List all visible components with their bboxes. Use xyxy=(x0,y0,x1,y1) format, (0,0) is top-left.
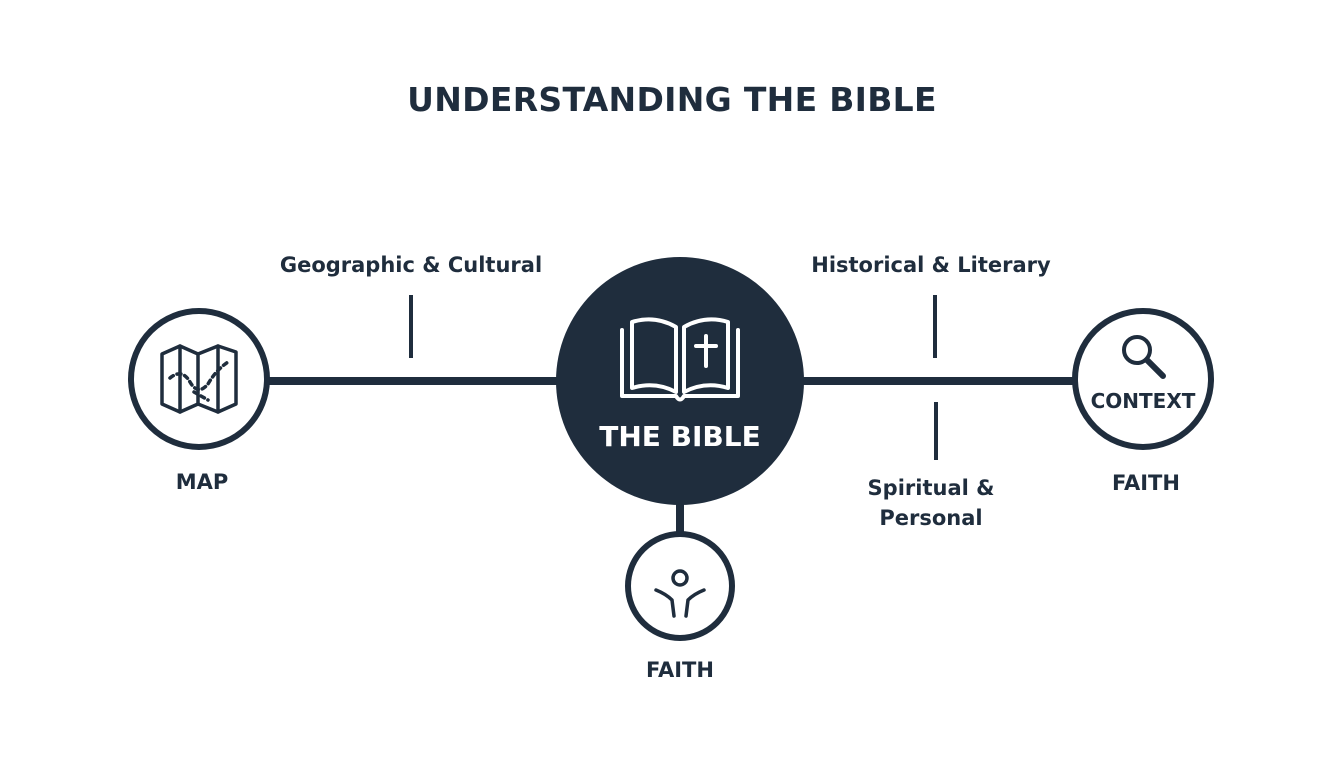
map-icon xyxy=(160,344,238,414)
page-title: UNDERSTANDING THE BIBLE xyxy=(407,80,937,119)
faith-node-label: FAITH xyxy=(646,658,714,682)
person-arms-raised-icon xyxy=(654,569,706,618)
hub-circle xyxy=(556,257,804,505)
annotation-historical-literary: Historical & Literary xyxy=(811,253,1051,277)
map-node-label: MAP xyxy=(175,470,229,494)
annotation-spiritual-personal-line1: Spiritual & xyxy=(867,476,995,500)
magnifier-icon xyxy=(1122,335,1166,379)
context-inner-label: CONTEXT xyxy=(1090,389,1196,413)
annotation-geographic-cultural: Geographic & Cultural xyxy=(279,253,543,277)
hub-label: THE BIBLE xyxy=(599,420,761,453)
annotation-spiritual-personal-line2: Personal xyxy=(879,506,983,530)
context-node-label: FAITH xyxy=(1112,471,1180,495)
open-bible-cross-icon xyxy=(620,317,740,402)
context-node-circle[interactable] xyxy=(1072,308,1214,450)
